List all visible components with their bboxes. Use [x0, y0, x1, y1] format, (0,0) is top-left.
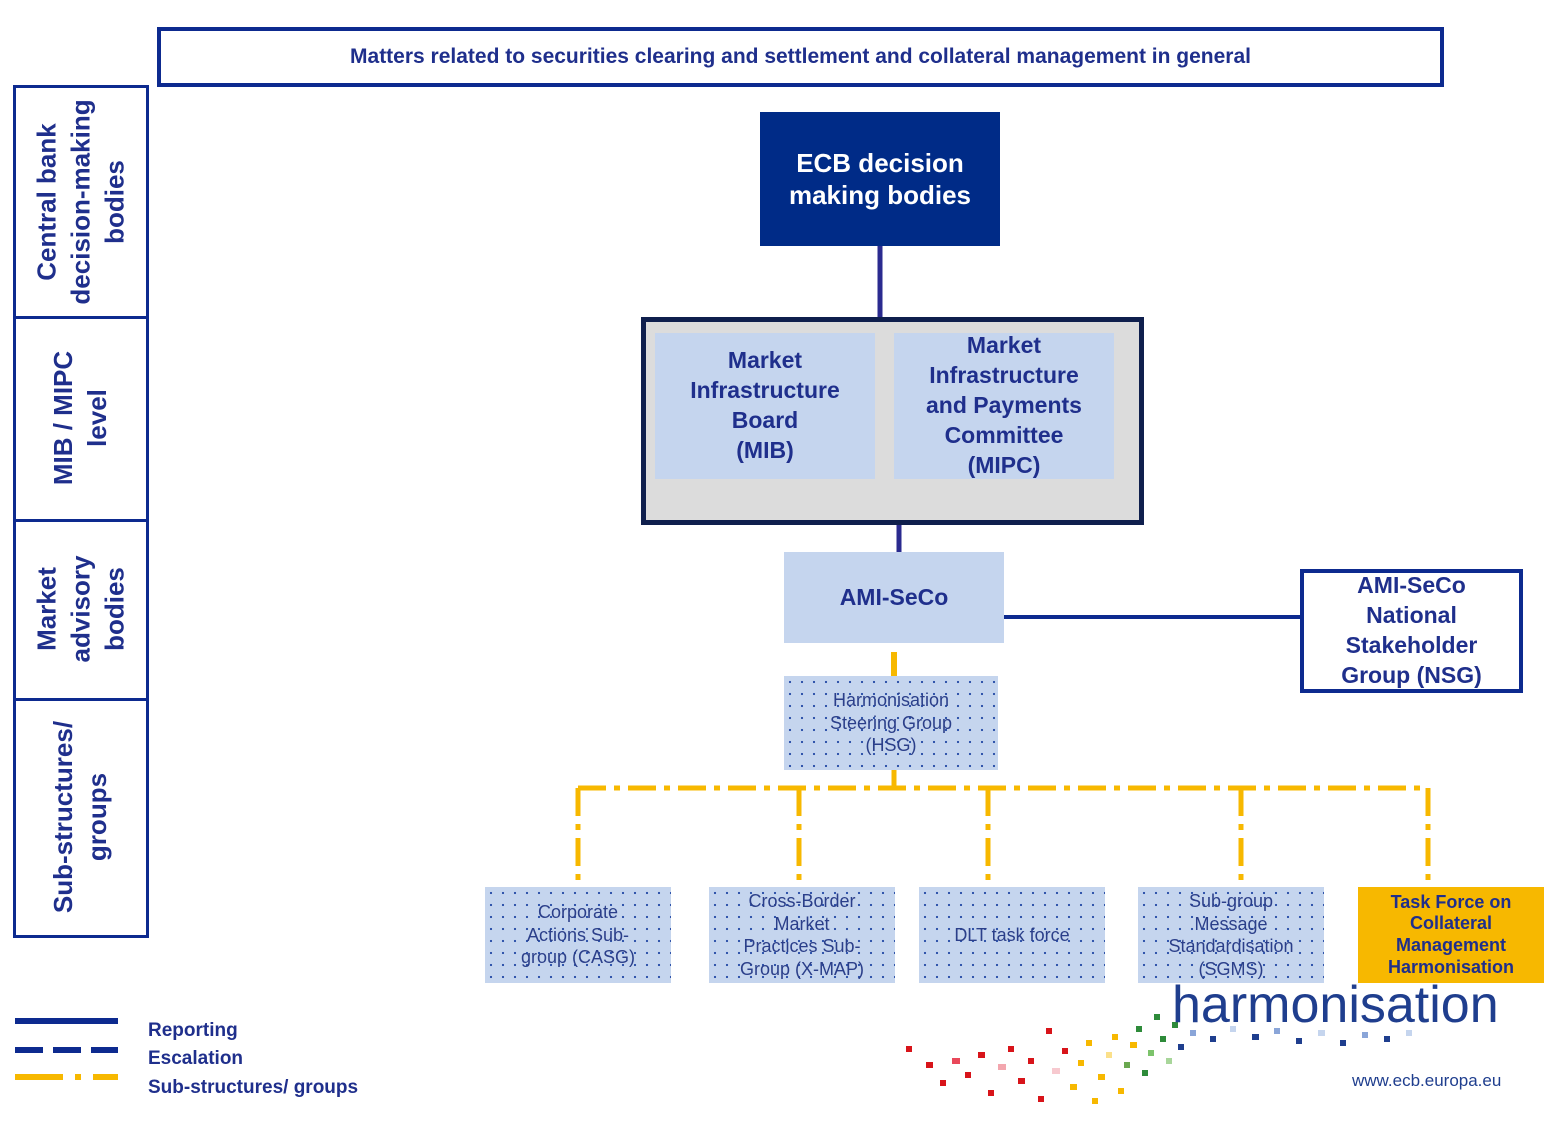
harmonisation-logo-text: harmonisation: [1172, 976, 1499, 1034]
banner-title: Matters related to securities clearing a…: [350, 45, 1251, 68]
legend-escalation: Escalation: [148, 1048, 244, 1069]
header-banner: Matters related to securities clearing a…: [157, 27, 1444, 87]
ami-seco-box: AMI-SeCo: [784, 552, 1004, 643]
side-label-substructures: Sub-structures/ groups: [48, 720, 112, 913]
sgms-box: Sub-group Message Standardisation (SGMS): [1138, 887, 1324, 983]
task-force-box: Task Force on Collateral Management Harm…: [1358, 887, 1544, 983]
side-row-central-bank: Central bank decision-making bodies: [13, 85, 149, 319]
dlt-box: DLT task force: [919, 887, 1105, 983]
mipc-box: Market Infrastructure and Payments Commi…: [894, 332, 1114, 479]
ecb-url: www.ecb.europa.eu: [1352, 1071, 1502, 1090]
casg-box: Corporate Actions Sub- group (CASG): [485, 887, 671, 983]
side-label-market-advisory: Market advisory bodies: [31, 555, 129, 662]
side-row-substructures: Sub-structures/ groups: [13, 698, 149, 938]
side-row-market-advisory: Market advisory bodies: [13, 519, 149, 701]
harmonisation-logo-mosaic: [906, 1014, 1412, 1104]
legend-reporting: Reporting: [148, 1020, 238, 1041]
legend-substructures: Sub-structures/ groups: [148, 1077, 359, 1098]
xmap-box: Cross-Border Market Practices Sub- Group…: [709, 887, 895, 983]
ecb-decision-box: ECB decision making bodies: [760, 112, 1000, 246]
side-label-central-bank: Central bank decision-making bodies: [31, 99, 129, 305]
mib-box: Market Infrastructure Board (MIB): [655, 333, 875, 479]
hsg-box: Harmonisation Steering Group (HSG): [784, 676, 998, 770]
side-label-mib-mipc: MIB / MIPC level: [48, 350, 112, 485]
nsg-box: AMI-SeCo National Stakeholder Group (NSG…: [1300, 569, 1523, 693]
side-row-mib-mipc: MIB / MIPC level: [13, 316, 149, 522]
